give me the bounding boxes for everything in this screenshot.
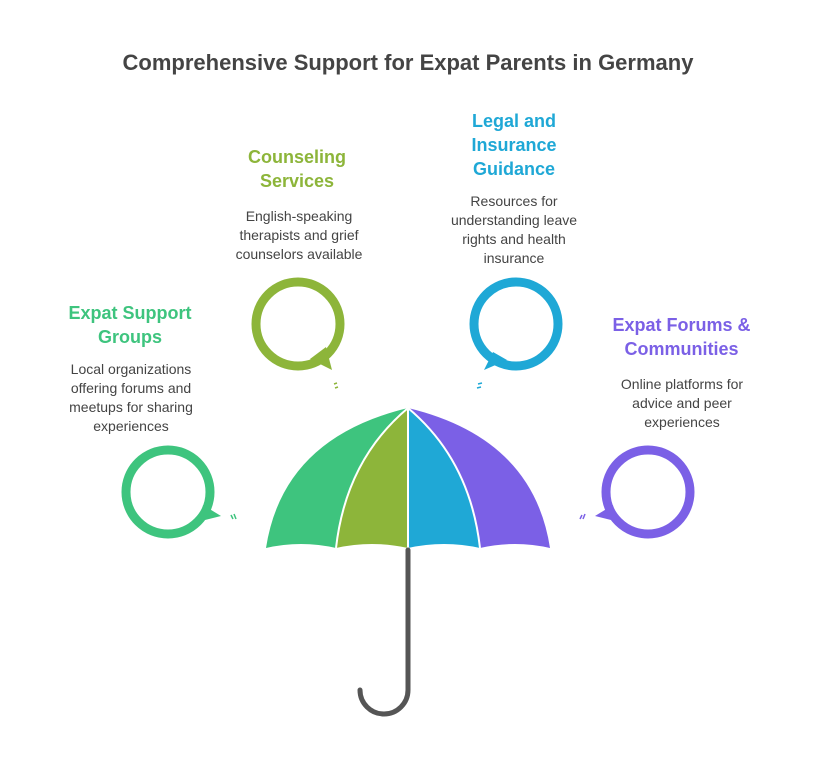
canopy-segment-counseling-services (336, 408, 408, 548)
canopy-segment-expat-support-groups (266, 408, 408, 548)
heading-counseling-services: Counseling Services (248, 147, 346, 191)
canopy-segment-legal-insurance (408, 408, 480, 548)
description-legal-insurance: Resources for understanding leave rights… (450, 193, 578, 266)
speech-bubble-expat-forums (579, 445, 695, 539)
description-expat-support-groups: Local organizations offering forums and … (69, 361, 193, 434)
heading-expat-forums: Expat Forums & Communities (612, 315, 751, 359)
speech-bubble-legal-insurance (469, 277, 563, 389)
description-counseling-services: English-speaking therapists and grief co… (235, 208, 363, 262)
speech-bubble-counseling-services (251, 277, 345, 389)
umbrella-handle (357, 547, 411, 717)
heading-expat-support-groups: Expat Support Groups (68, 303, 192, 347)
heading-legal-insurance: Legal and Insurance Guidance (471, 111, 557, 179)
speech-bubble-expat-support-groups (121, 445, 237, 539)
canopy-segment-expat-forums (408, 408, 550, 548)
description-expat-forums: Online platforms for advice and peer exp… (620, 376, 744, 430)
diagram-title: Comprehensive Support for Expat Parents … (122, 50, 694, 75)
